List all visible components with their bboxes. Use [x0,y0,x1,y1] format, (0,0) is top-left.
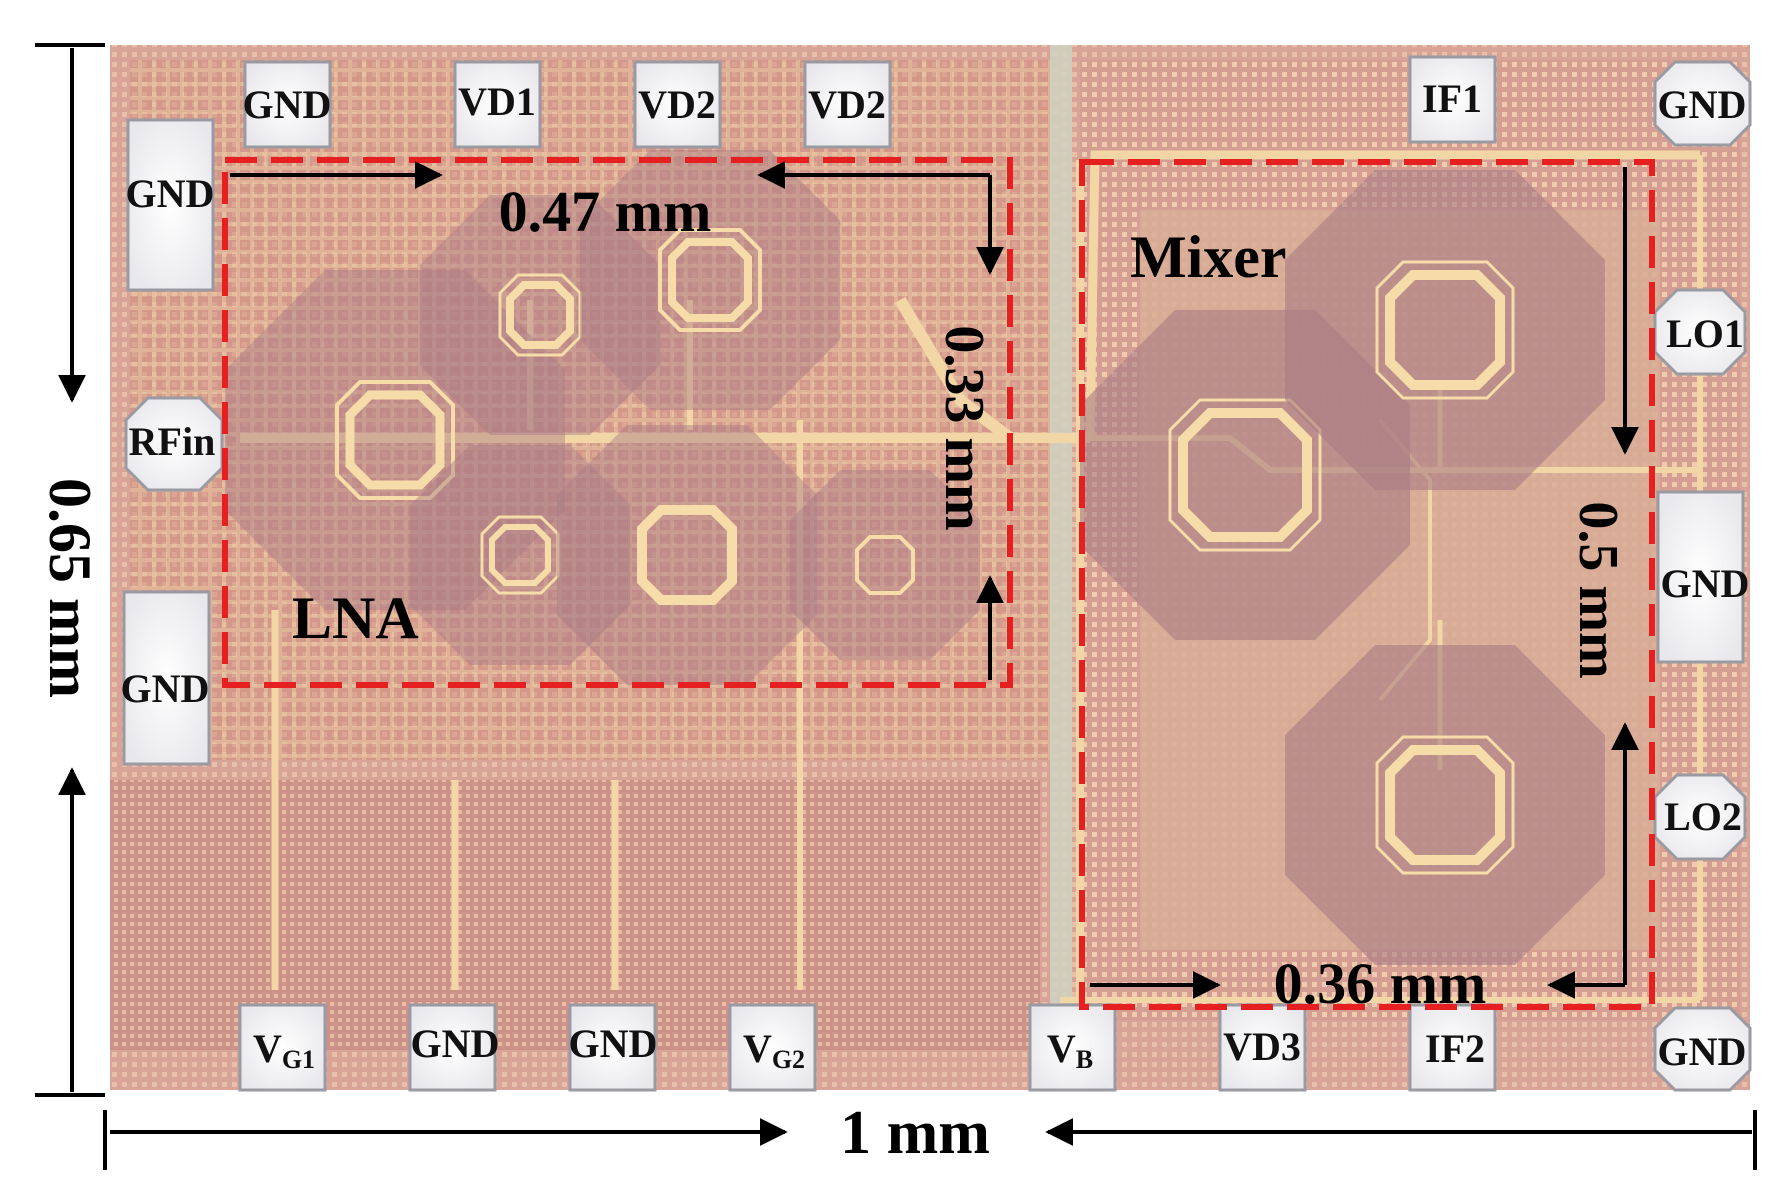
pads [122,55,1752,1092]
lna-inductors [225,150,980,685]
mixer-height-label: 0.5 mm [1567,501,1629,678]
pad-bottom-7-label: IF2 [1425,1026,1485,1071]
pad-labels: GND VD1 VD2 VD2 IF1 GND GND RFin GND LO1… [121,76,1750,1074]
height-label: 0.65 mm [37,478,103,698]
pad-bottom-8-label: GND [1658,1029,1747,1074]
dimension-labels: 1 mm 0.65 mm 0.47 mm 0.33 mm 0.36 mm 0.5… [37,179,1629,1167]
pad-top-5-label: IF1 [1422,76,1482,121]
pad-left-3-label: GND [121,666,210,711]
pad-bottom-3-label: GND [569,1021,658,1066]
lna-width-label: 0.47 mm [499,179,712,244]
width-label: 1 mm [840,1099,990,1167]
mixer-width-label: 0.36 mm [1274,951,1487,1016]
pad-right-1-label: LO1 [1666,311,1744,356]
pad-right-3-label: LO2 [1664,794,1742,839]
lna-label: LNA [292,585,419,651]
pad-top-2-label: VD1 [458,79,536,124]
pad-left-2-label: RFin [129,419,216,464]
pad-bottom-2-label: GND [411,1021,500,1066]
mixer-label: Mixer [1130,224,1287,290]
pad-top-4-label: VD2 [808,82,886,127]
pad-top-3-label: VD2 [638,82,716,127]
pad-top-6-label: GND [1658,82,1747,127]
dimension-arrows [35,43,1757,1170]
pad-bottom-6-label: VD3 [1223,1024,1301,1069]
pad-bottom-5-label: VB [1047,1026,1093,1074]
block-outlines [222,157,1655,1010]
block-labels: LNA Mixer [292,224,1287,651]
lna-outline [222,157,1013,688]
pad-bottom-4-label: VG2 [743,1026,805,1074]
lna-height-label: 0.33 mm [933,325,995,530]
mixer-outline [1079,159,1655,1010]
pad-right-2-label: GND [1661,561,1750,606]
pad-top-1-label: GND [243,82,332,127]
pad-bottom-1-label: VG1 [253,1026,315,1074]
pad-left-1-label: GND [126,171,215,216]
mixer-inductors [1080,170,1605,965]
